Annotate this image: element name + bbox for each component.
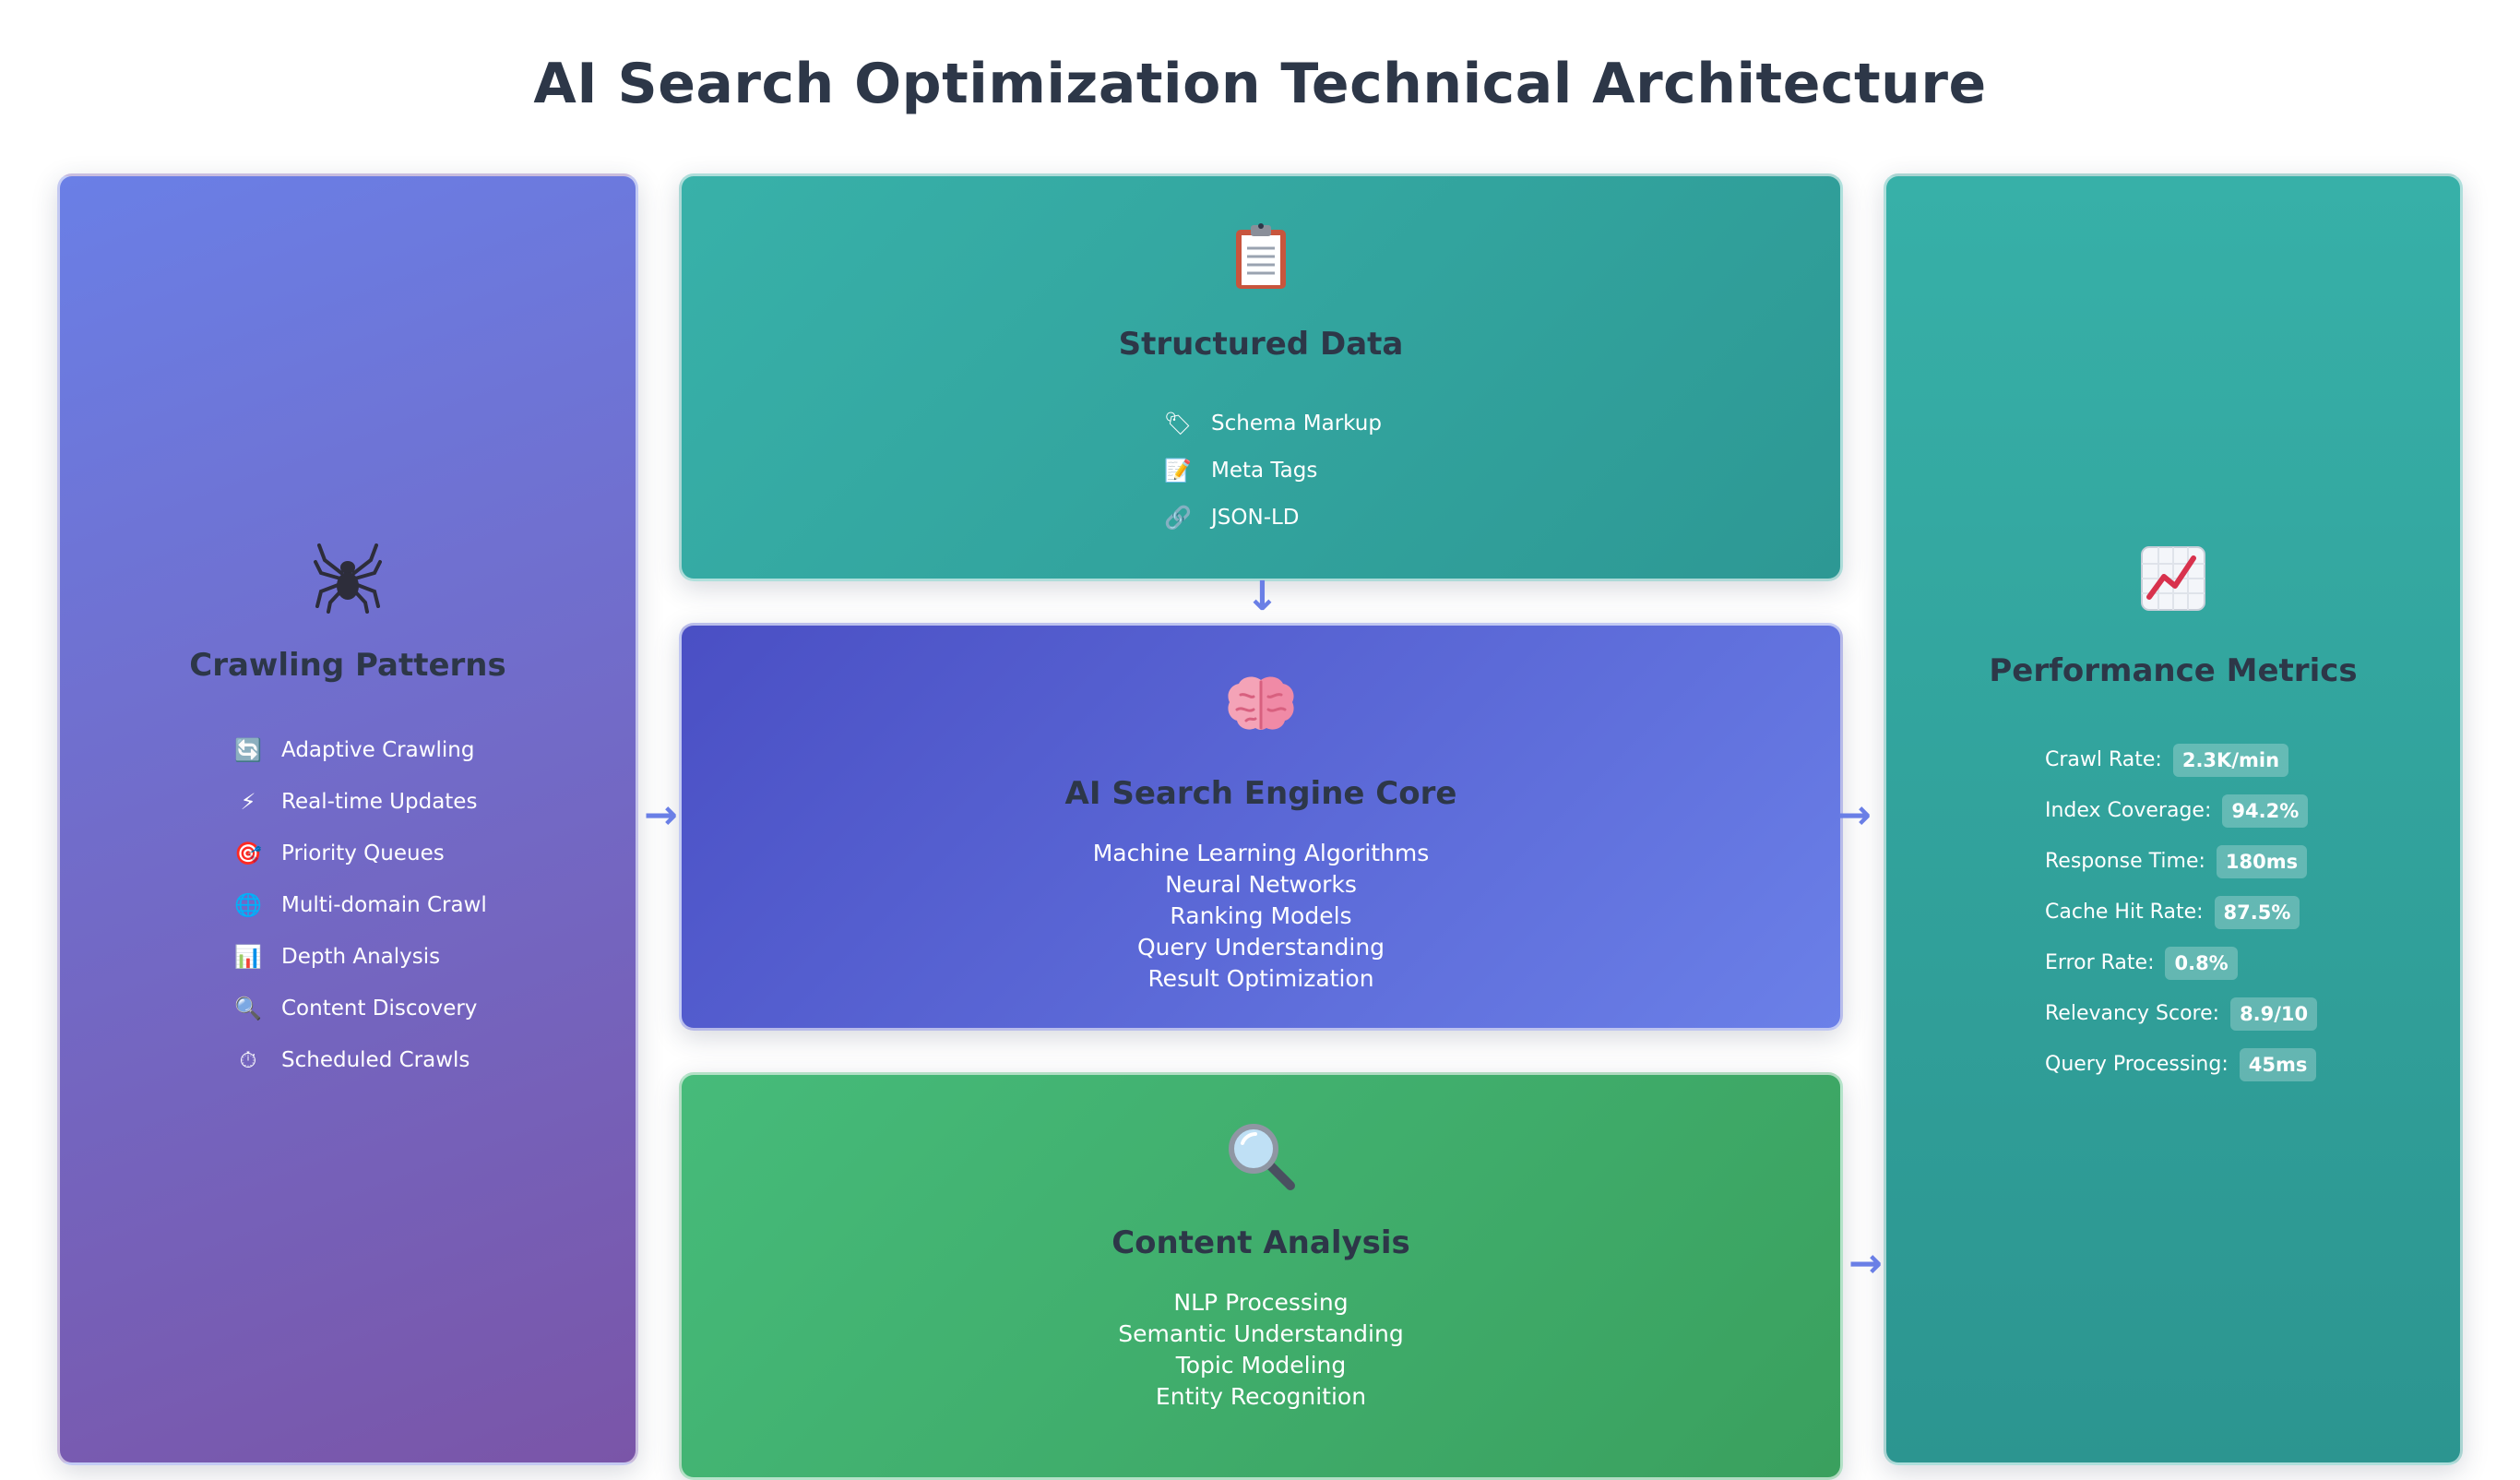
metric-value-badge: 87.5% [2214,895,2300,929]
list-item: 🔗 JSON-LD [1163,494,1382,541]
structured-data-panel: Structured Data 🏷 Schema Markup 📝 Meta Tag… [679,173,1843,581]
clipboard-icon [682,222,1840,304]
list-item: 📝 Meta Tags [1163,447,1382,494]
metric-label: Index Coverage: [2045,799,2212,822]
list-item: 🔄 Adaptive Crawling [233,724,487,776]
content-analysis-panel: Content Analysis NLP Processing Semantic… [679,1072,1843,1480]
performance-metrics-panel: Performance Metrics Crawl Rate: 2.3K/min … [1884,173,2463,1465]
capability-line: Ranking Models [1170,902,1352,929]
ai-core-capabilities: Machine Learning Algorithms Neural Netwo… [682,838,1840,995]
capability-line: Result Optimization [1147,965,1374,992]
spider-icon [60,542,636,627]
capability-line: Semantic Understanding [1118,1320,1404,1347]
lightning-icon: ⚡ [240,789,256,815]
metric-label: Query Processing: [2045,1053,2229,1076]
list-item: ⚡ Real-time Updates [233,776,487,828]
metric-label: Relevancy Score: [2045,1002,2220,1025]
link-icon: 🔗 [1164,504,1192,531]
magnifier-icon: 🔍 [234,996,262,1021]
metric-row: Query Processing: 45ms [2045,1039,2317,1090]
page-title: AI Search Optimization Technical Archite… [533,52,1987,116]
crawling-patterns-heading: Crawling Patterns [189,647,506,684]
globe-icon: 🌐 [234,892,262,918]
capability-line: NLP Processing [1173,1289,1349,1316]
ai-search-engine-core-panel: AI Search Engine Core Machine Learning A… [679,623,1843,1031]
list-item: 🌐 Multi-domain Crawl [233,879,487,931]
capability-line: Query Understanding [1136,934,1385,961]
metric-label: Response Time: [2045,850,2205,873]
capability-line: Neural Networks [1165,871,1357,898]
metric-row: Relevancy Score: 8.9/10 [2045,988,2318,1039]
list-item-label: Multi-domain Crawl [281,893,487,917]
metric-row: Error Rate: 0.8% [2045,937,2317,988]
refresh-icon: 🔄 [234,737,262,763]
metric-row: Cache Hit Rate: 87.5% [2045,887,2317,937]
metric-value-badge: 0.8% [2165,946,2238,980]
list-item-label: JSON-LD [1211,505,1300,530]
target-icon: 🎯 [234,841,262,866]
chart-increasing-icon [1886,545,2460,626]
list-item: 🎯 Priority Queues [233,828,487,879]
arrow-content-to-metrics: → [1848,1240,1883,1287]
metric-row: Response Time: 180ms [2045,836,2317,887]
list-item-label: Schema Markup [1211,411,1382,436]
list-item-label: Scheduled Crawls [281,1048,470,1072]
list-item-label: Content Discovery [281,997,478,1020]
performance-metrics-heading: Performance Metrics [1989,652,2358,689]
metrics-list: Crawl Rate: 2.3K/min Index Coverage: 94.2%… [2045,734,2318,1090]
arrow-crawl-to-core: → [644,792,678,839]
arrow-struct-to-core: ↓ [1245,573,1279,620]
arrow-core-to-metrics: → [1837,792,1872,839]
content-analysis-capabilities: NLP Processing Semantic Understanding To… [682,1287,1840,1413]
metric-value-badge: 2.3K/min [2172,743,2289,777]
magnifier-icon [682,1121,1840,1205]
crawling-patterns-list: 🔄 Adaptive Crawling ⚡ Real-time Updates 🎯 P… [233,724,487,1086]
brain-icon [682,674,1840,747]
capability-line: Entity Recognition [1155,1383,1367,1410]
capability-line: Topic Modeling [1175,1352,1347,1379]
memo-icon: 📝 [1164,457,1192,483]
list-item-label: Meta Tags [1211,458,1318,483]
list-item: 🔍 Content Discovery [233,983,487,1034]
list-item-label: Adaptive Crawling [281,738,475,762]
structured-data-heading: Structured Data [1118,326,1404,363]
metric-label: Crawl Rate: [2045,748,2162,771]
ai-search-engine-core-heading: AI Search Engine Core [1064,775,1457,812]
content-analysis-heading: Content Analysis [1111,1224,1410,1261]
metric-label: Cache Hit Rate: [2045,901,2204,924]
list-item: 🏷 Schema Markup [1163,400,1382,447]
list-item: 📊 Depth Analysis [233,931,487,983]
metric-row: Crawl Rate: 2.3K/min [2045,734,2317,785]
structured-data-list: 🏷 Schema Markup 📝 Meta Tags 🔗 JSON-LD [1163,400,1382,541]
capability-line: Machine Learning Algorithms [1092,840,1430,866]
list-item: ⏱ Scheduled Crawls [233,1034,487,1086]
crawling-patterns-panel: Crawling Patterns 🔄 Adaptive Crawling ⚡ Re… [57,173,638,1465]
metric-value-badge: 180ms [2216,844,2308,878]
metric-label: Error Rate: [2045,951,2155,974]
metric-row: Index Coverage: 94.2% [2045,785,2317,836]
metric-value-badge: 94.2% [2222,794,2309,828]
list-item-label: Priority Queues [281,841,445,865]
list-item-label: Real-time Updates [281,790,478,814]
metric-value-badge: 8.9/10 [2230,997,2318,1031]
list-item-label: Depth Analysis [281,945,441,969]
metric-value-badge: 45ms [2239,1047,2317,1081]
stopwatch-icon: ⏱ [239,1047,257,1073]
tag-icon: 🏷 [1163,410,1193,436]
bar-chart-icon: 📊 [234,944,262,970]
